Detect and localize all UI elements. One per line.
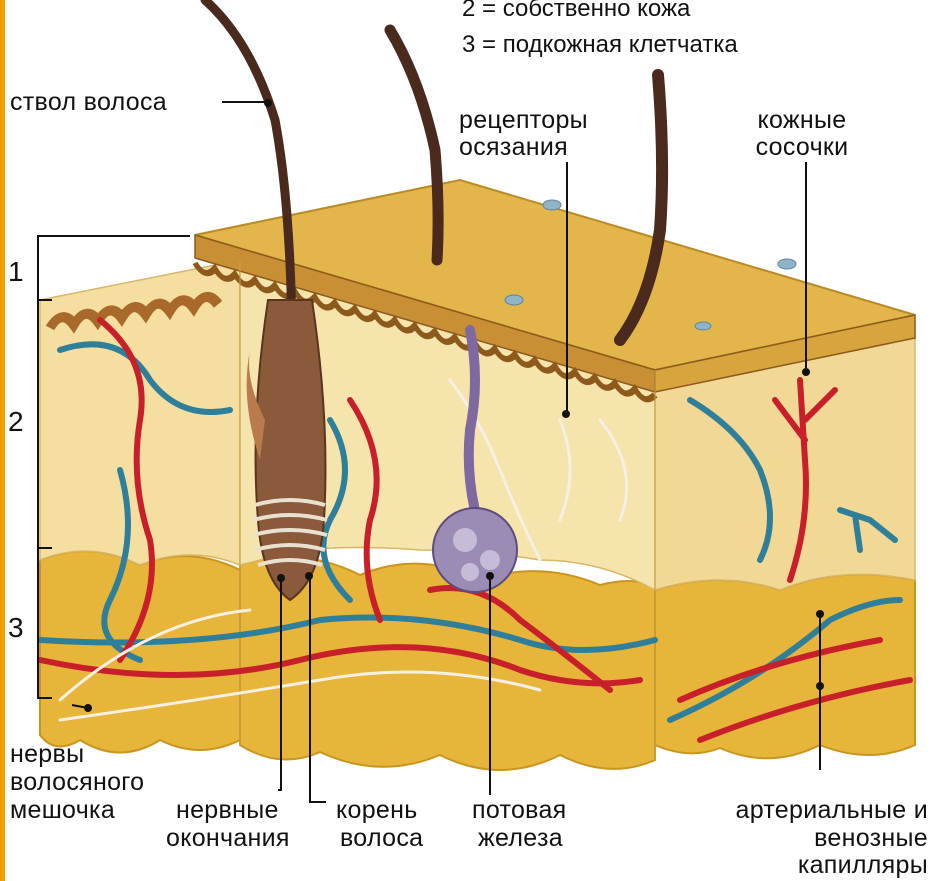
label-touch-receptors-line1: рецепторы [459,107,588,133]
label-sweat-gland-line1: потовая [472,797,567,823]
label-follicle-nerves-line3: мешочка [10,797,115,823]
label-nerve-endings-line1: нервные [176,797,279,823]
label-hair-root-line2: волоса [340,825,423,851]
label-hair-shaft: ствол волоса [10,89,167,115]
layer-number-2: 2 [8,408,24,436]
label-hair-root-line1: корень [336,797,418,823]
accent-stripe [0,0,5,881]
layer-number-1: 1 [8,258,24,286]
legend-item-2: 2 = собственно кожа [462,0,690,22]
label-touch-receptors-line2: осязания [459,134,568,160]
legend-item-3: 3 = подкожная клетчатка [462,32,738,58]
layer-number-3: 3 [8,614,24,642]
label-dermal-papillae-line2: сосочки [732,134,872,160]
label-sweat-gland-line2: железа [478,825,563,851]
label-nerve-endings-line2: окончания [166,825,290,851]
label-capillaries-line1: артериальные и [640,797,928,823]
label-follicle-nerves-line1: нервы [10,741,84,767]
label-capillaries-line3: капилляры [640,852,928,878]
label-dermal-papillae-line1: кожные [732,107,872,133]
label-follicle-nerves-line2: волосяного [10,769,144,795]
label-capillaries-line2: венозные [640,825,928,851]
